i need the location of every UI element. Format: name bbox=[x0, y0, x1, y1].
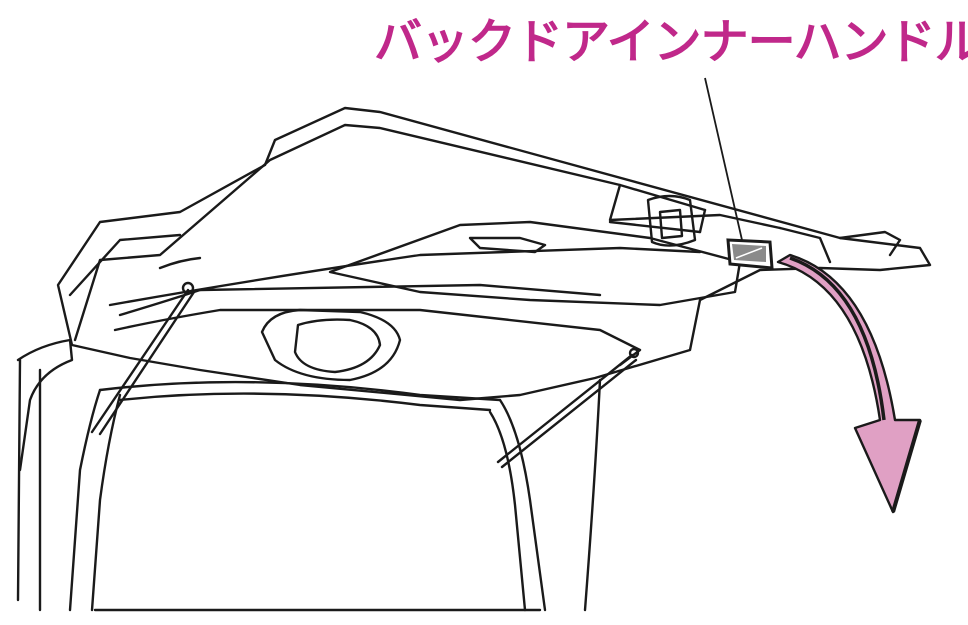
callout-leader-line bbox=[704, 77, 743, 241]
back-door-panel bbox=[56, 106, 932, 402]
left-gas-strut bbox=[90, 281, 196, 436]
pull-down-arrow bbox=[776, 253, 922, 514]
vehicle-body-opening bbox=[16, 338, 602, 612]
callout-label: バックドアインナーハンドル bbox=[374, 14, 968, 70]
wiper-motor-housing bbox=[260, 308, 402, 382]
handle-recess bbox=[646, 194, 697, 247]
back-door-inner-handle bbox=[726, 238, 774, 270]
door-trim-panel bbox=[328, 220, 742, 307]
right-gas-strut bbox=[496, 347, 640, 469]
